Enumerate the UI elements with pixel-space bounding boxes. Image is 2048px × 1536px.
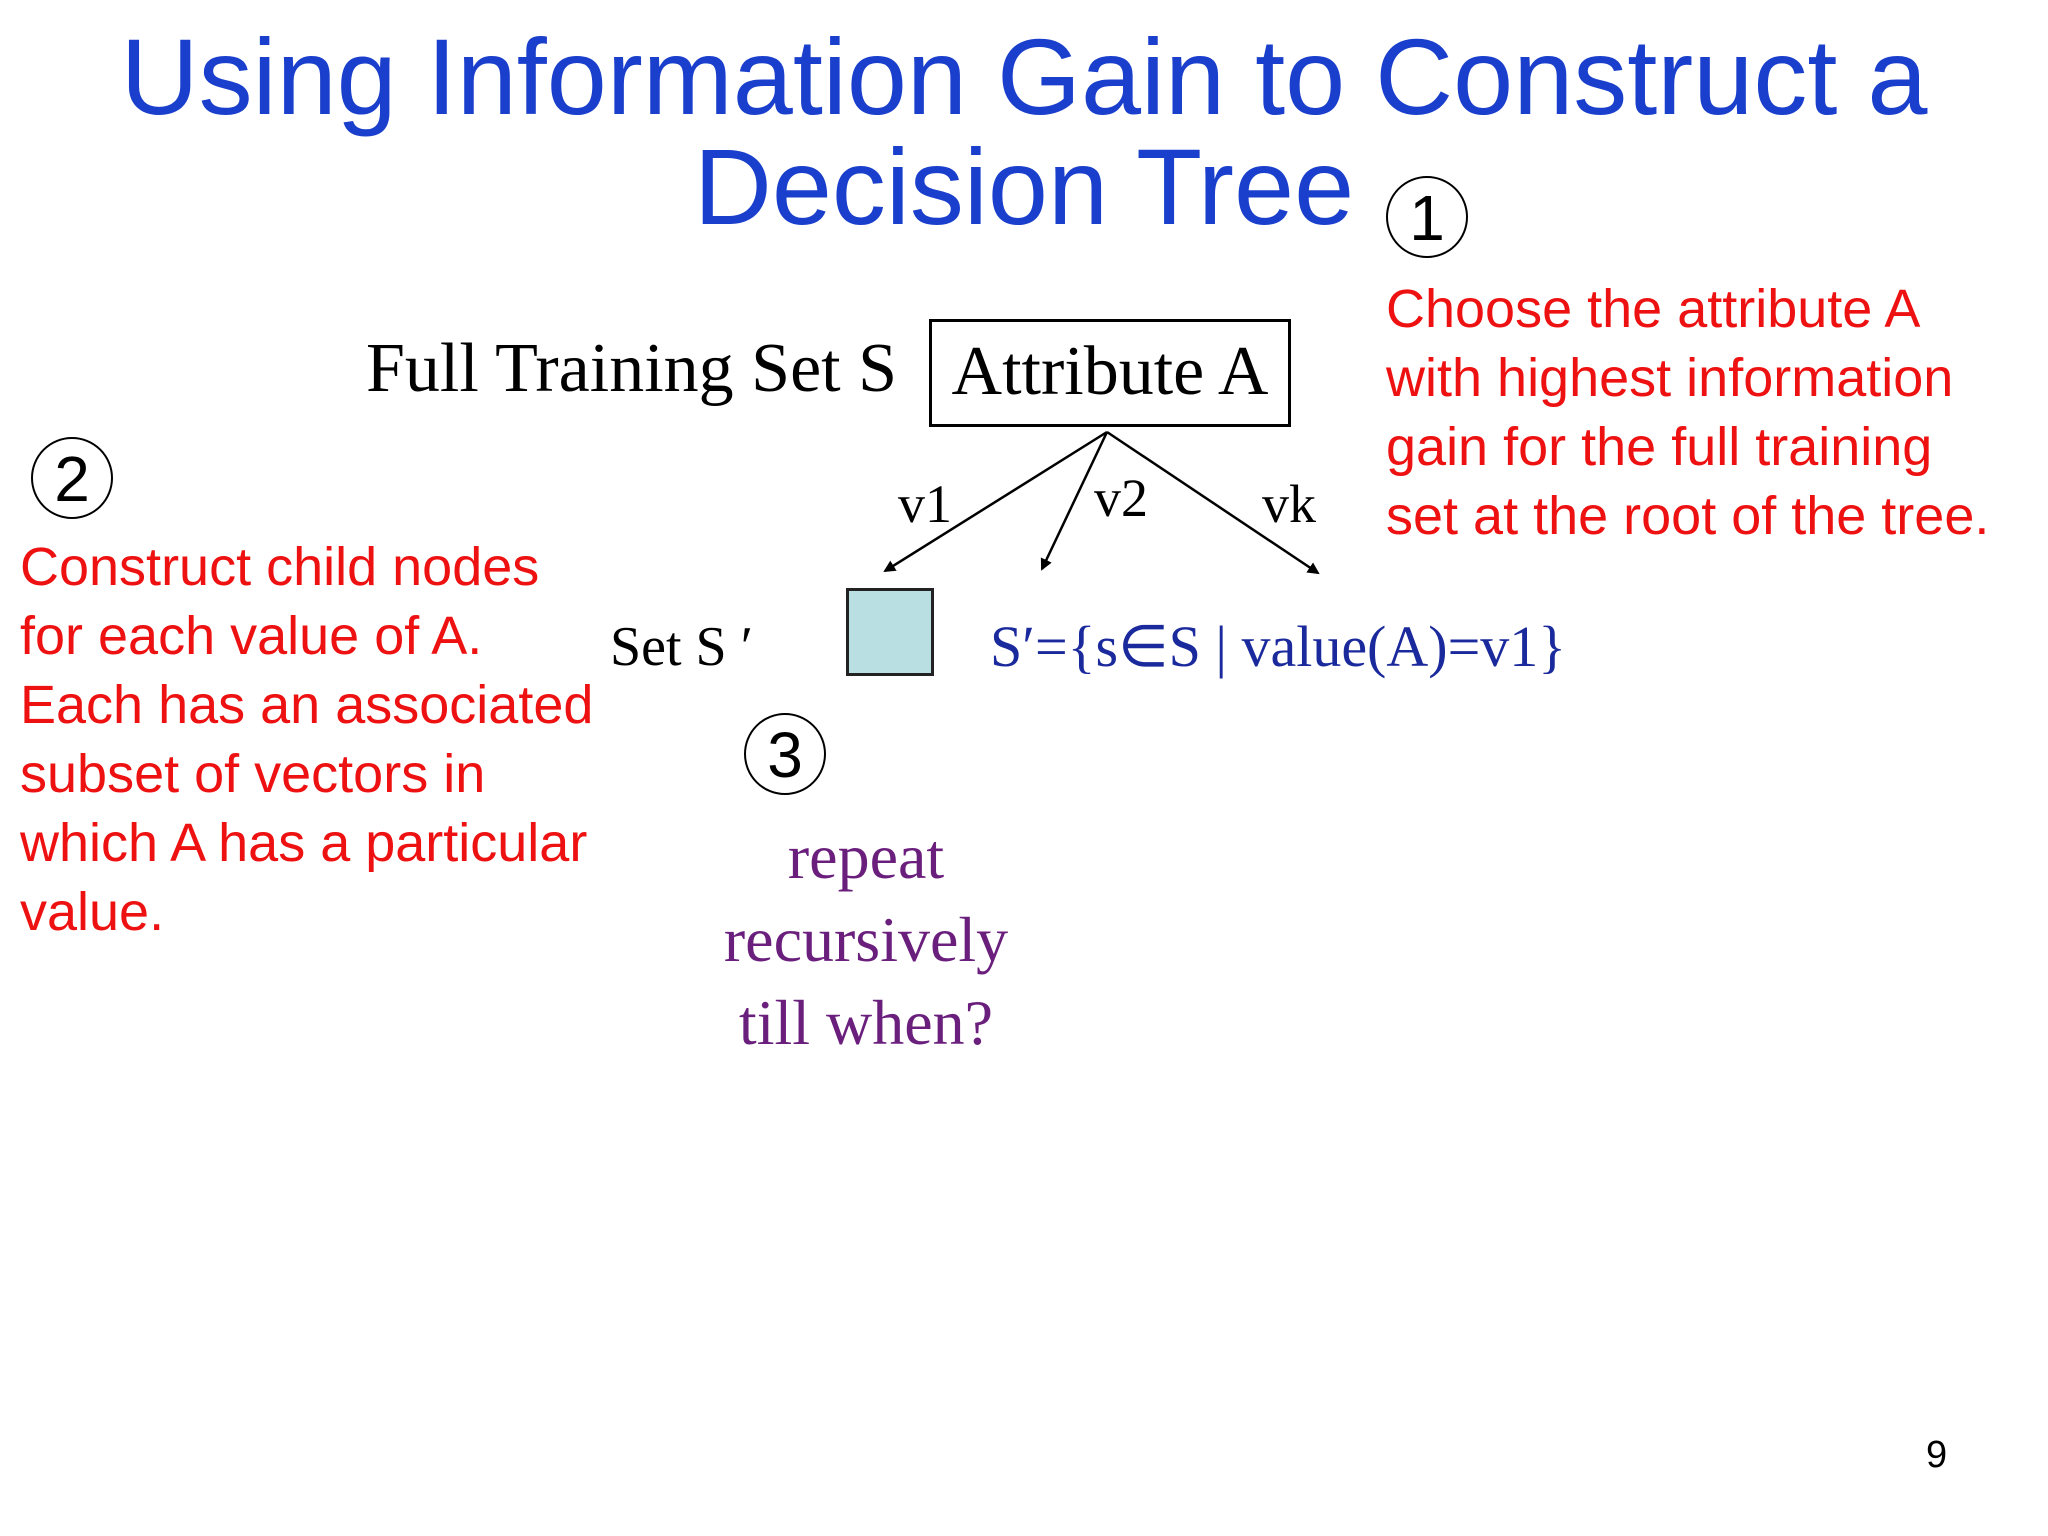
step-2-line: Construct child nodes bbox=[20, 537, 540, 597]
step-1-text: Choose the attribute A with highest info… bbox=[1386, 275, 1989, 551]
step-1-line: set at the root of the tree. bbox=[1386, 486, 1990, 546]
edge-vk bbox=[1106, 430, 1320, 575]
edge-v2 bbox=[1040, 431, 1109, 571]
step-1-marker: 1 bbox=[1386, 176, 1468, 258]
step-3-text: repeat recursively till when? bbox=[700, 815, 1032, 1064]
step-2-text: Construct child nodes for each value of … bbox=[20, 533, 593, 947]
title-line-1: Using Information Gain to Construct a bbox=[120, 16, 1928, 137]
step-2-line: for each value of A. bbox=[20, 606, 483, 666]
child-set-label: Set S ′ bbox=[610, 616, 753, 678]
branch-label-v2: v2 bbox=[1094, 468, 1148, 528]
step-2-line: Each has an associated bbox=[20, 675, 594, 735]
step-1-line: gain for the full training bbox=[1386, 417, 1933, 477]
branch-label-vk: vk bbox=[1262, 474, 1316, 534]
step-2-line: subset of vectors in bbox=[20, 744, 486, 804]
title-line-2: Decision Tree bbox=[693, 126, 1355, 247]
step-1-line: Choose the attribute A bbox=[1386, 279, 1921, 339]
step-3-line: recursively bbox=[723, 904, 1009, 975]
step-3-line: repeat bbox=[787, 821, 945, 892]
page-number: 9 bbox=[1926, 1434, 1948, 1476]
slide-title: Using Information Gain to Construct a De… bbox=[0, 22, 2048, 242]
branch-label-v1: v1 bbox=[898, 474, 952, 534]
edge-v1 bbox=[883, 430, 1108, 573]
step-2-line: which A has a particular bbox=[20, 813, 588, 873]
step-3-marker: 3 bbox=[744, 713, 826, 795]
step-3-line: till when? bbox=[738, 987, 994, 1058]
root-node-attribute-a: Attribute A bbox=[929, 319, 1291, 427]
step-1-line: with highest information bbox=[1386, 348, 1954, 408]
subset-definition: S′={s∈S | value(A)=v1} bbox=[990, 614, 1567, 679]
step-2-marker: 2 bbox=[31, 437, 113, 519]
full-training-set-label: Full Training Set S bbox=[366, 330, 898, 407]
child-node bbox=[846, 588, 934, 676]
step-2-line: value. bbox=[20, 882, 165, 942]
